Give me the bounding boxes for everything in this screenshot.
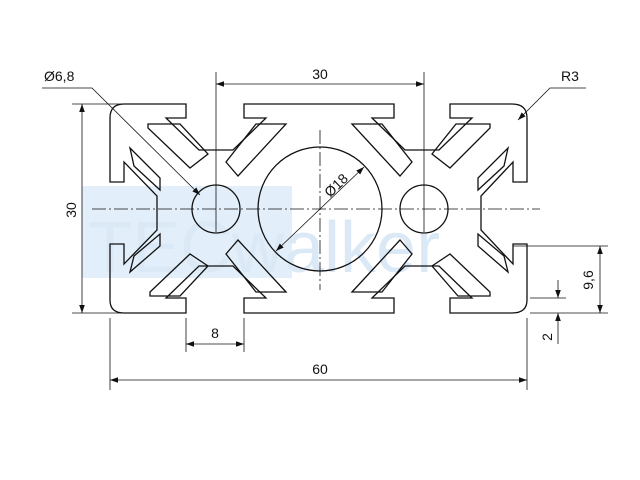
leader-hole <box>42 87 201 196</box>
dim-profile-width: 60 <box>312 361 328 377</box>
watermark-block <box>82 186 292 278</box>
dim-corner-radius: R3 <box>561 68 579 84</box>
dim-hole-diameter: Ø6,8 <box>44 68 75 84</box>
profile-outline <box>109 103 528 314</box>
dimension-lines <box>42 81 603 383</box>
leader-radius <box>517 87 586 121</box>
watermark-text: TECwalker <box>88 208 440 288</box>
dim-center-bore: Ø18 <box>321 170 351 200</box>
dim-line-bore <box>275 166 365 252</box>
dim-center-distance: 30 <box>312 66 328 82</box>
dim-slot-width: 8 <box>211 325 219 341</box>
dim-slot-depth: 9,6 <box>580 270 596 290</box>
dim-slot-lip: 2 <box>539 333 555 341</box>
dim-profile-height: 30 <box>63 202 79 218</box>
